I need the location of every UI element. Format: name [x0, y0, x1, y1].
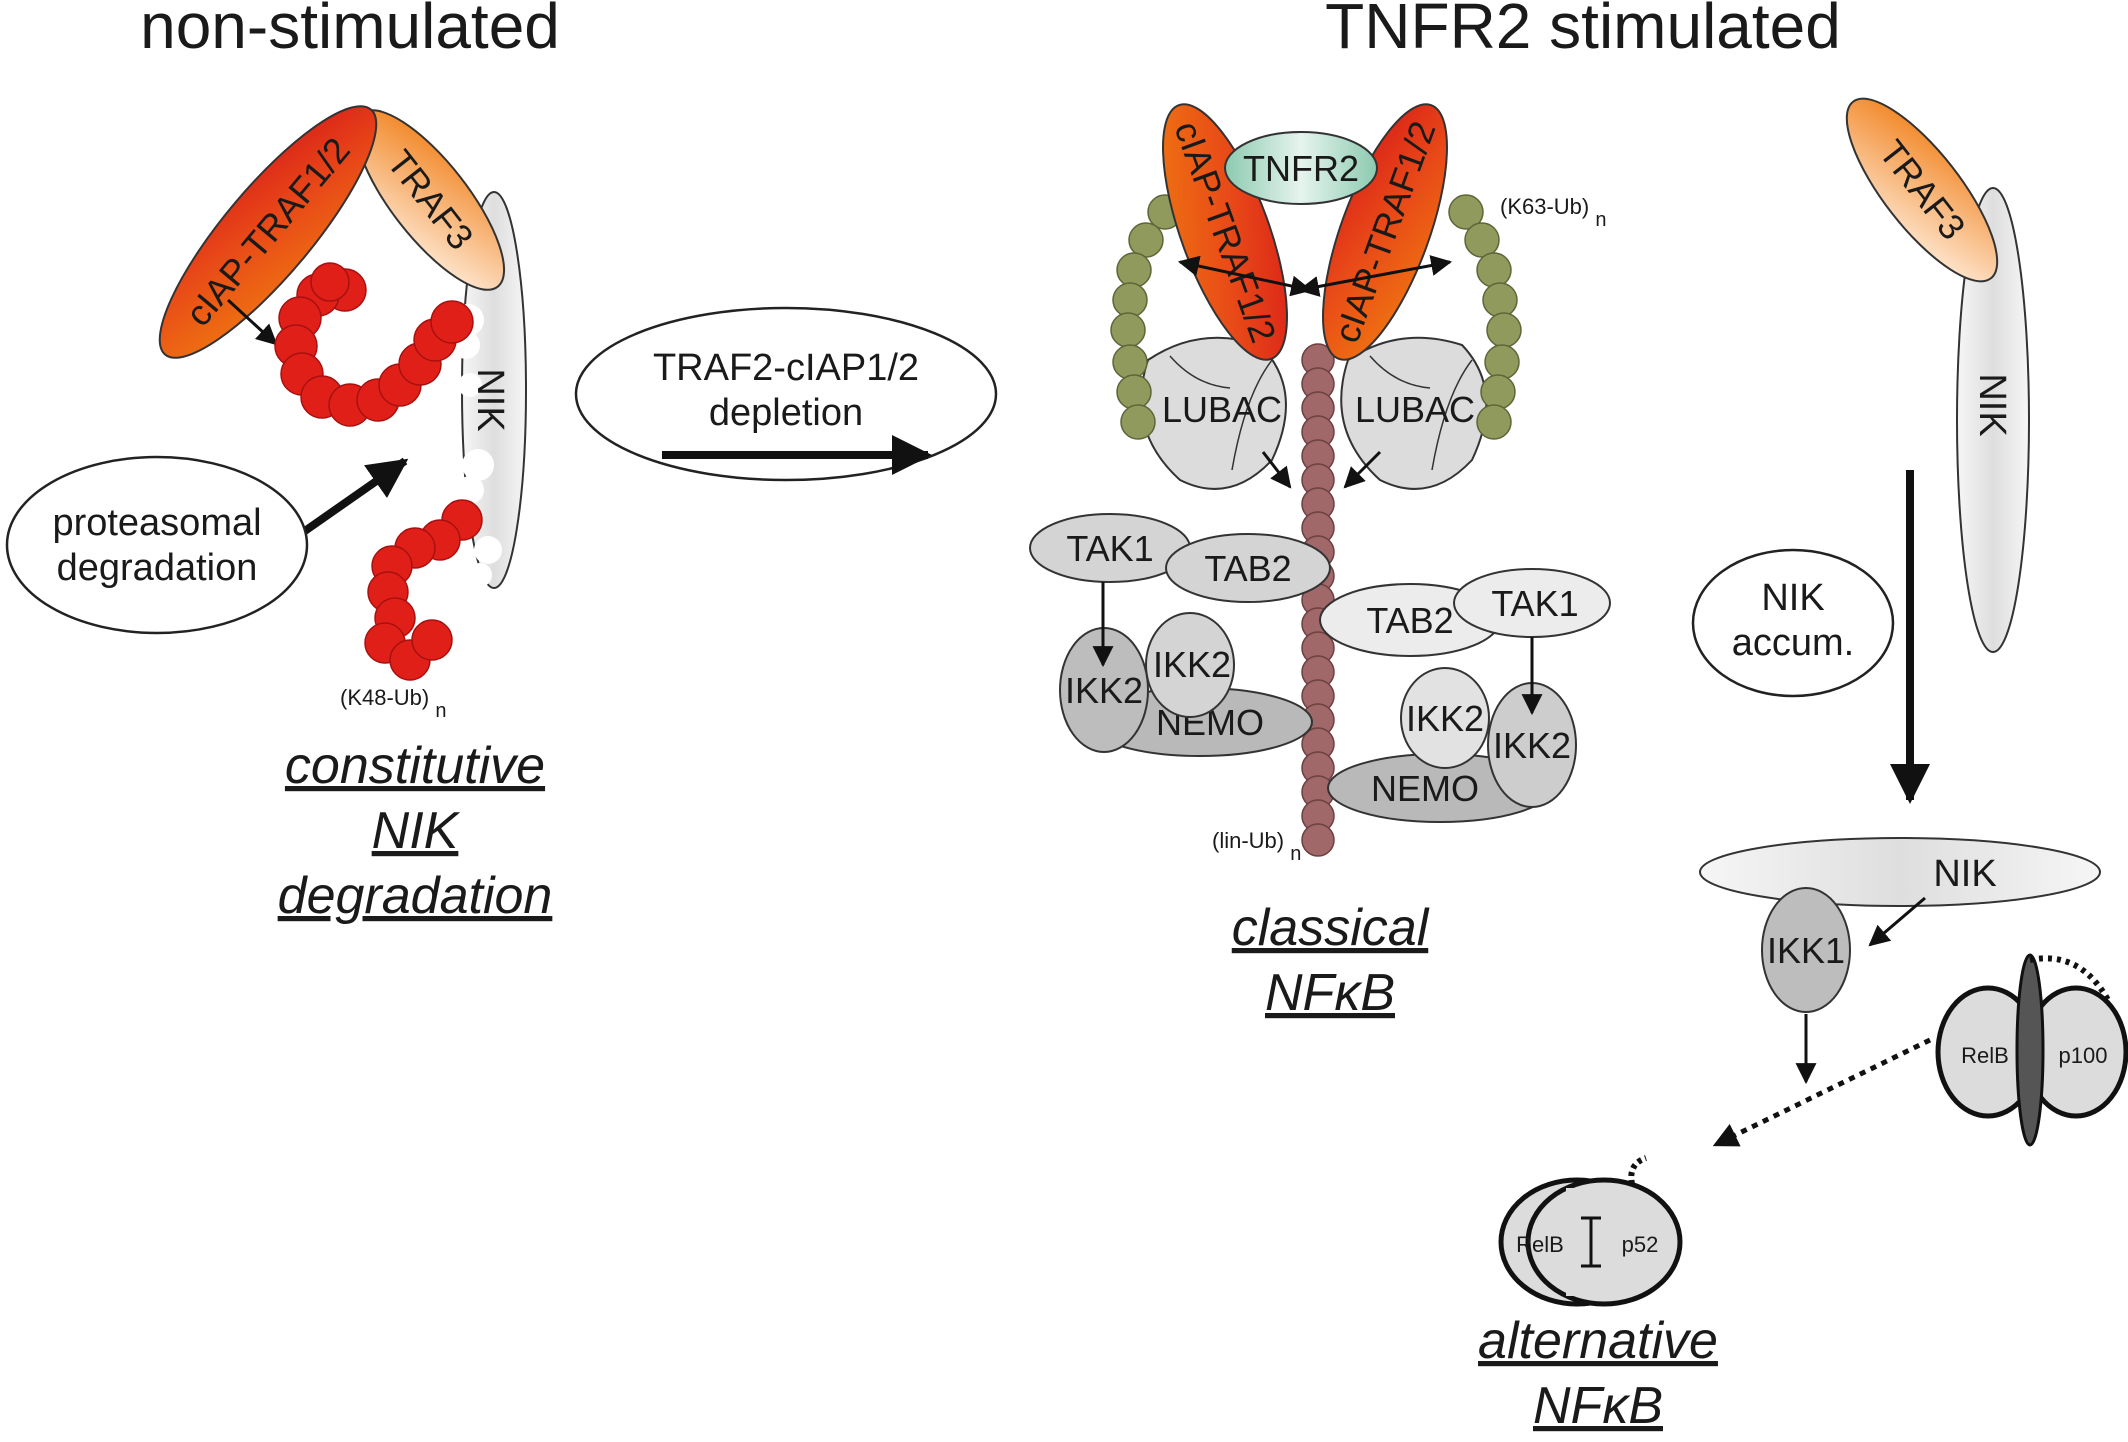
depletion-step: TRAF2-cIAP1/2 depletion — [574, 306, 998, 482]
center-caption-1: classical — [1232, 899, 1430, 957]
k48-ub-chain-lower — [364, 499, 483, 681]
nik-accum-oval — [1691, 548, 1895, 698]
k63-ub-left-bead — [1110, 312, 1146, 348]
k63-ub-right-bead — [1482, 282, 1518, 318]
nik-accum-label-1: NIK — [1761, 577, 1824, 619]
left-caption-3: degradation — [278, 867, 553, 925]
k63-ub-right-bead — [1448, 194, 1484, 230]
ikk2-right-a-label: IKK2 — [1406, 698, 1484, 739]
k63-ub-right-bead — [1480, 374, 1516, 410]
nik-horizontal — [1699, 837, 2101, 907]
nik-horizontal-label: NIK — [1933, 853, 1996, 895]
right-caption-2: NFκB — [1533, 1377, 1663, 1435]
k63-arrow-left — [1177, 255, 1313, 297]
relb-p100-complex: RelB p100 — [1935, 953, 2128, 1147]
title-tnfr2-stimulated: TNFR2 stimulated — [1325, 0, 1841, 62]
tab2-left — [1165, 533, 1331, 603]
nik-vertical-label: NIK — [1971, 373, 2013, 436]
ikk1-label: IKK1 — [1767, 930, 1845, 971]
right-panel: NIK TRAF3 NIK accum. NIK IKK1 RelB p100 — [1478, 97, 2128, 1435]
k63-ub-right-bead — [1476, 252, 1512, 288]
lin-ub-chain — [1301, 343, 1335, 857]
ciap-to-ub-arrow — [226, 298, 278, 346]
ciap-traf-left — [158, 105, 378, 359]
k63-ub-chain-right — [1448, 194, 1522, 440]
center-caption-2: NFκB — [1265, 964, 1395, 1022]
nemo-right-label: NEMO — [1371, 768, 1479, 809]
left-panel: NIK TRAF3 cIAP-TRAF1/2 — [5, 105, 553, 925]
processing-dotted-arrow — [1712, 1037, 1932, 1148]
k63-ub-right-bead — [1464, 222, 1500, 258]
nik-protein-right — [1956, 187, 2030, 653]
ikk2-right-b-label: IKK2 — [1493, 725, 1571, 766]
lubac-left-label: LUBAC — [1162, 389, 1282, 430]
tab2-right-label: TAB2 — [1366, 600, 1453, 641]
ikk2-right-a — [1400, 667, 1490, 769]
nik-to-ikk1-arrow — [1868, 896, 1926, 947]
right-caption-1: alternative — [1478, 1312, 1718, 1370]
proteasomal-label-2: degradation — [57, 547, 258, 589]
relb-p52-complex: RelB p52 — [1498, 1155, 1683, 1307]
k63-ub-label: (K63-Ub) n — [1500, 194, 1607, 231]
left-caption-2: NIK — [372, 802, 461, 860]
depletion-oval — [574, 306, 998, 482]
lubac-right-label: LUBAC — [1355, 389, 1475, 430]
depletion-label-2: depletion — [709, 392, 863, 434]
tak1-right-label: TAK1 — [1491, 583, 1578, 624]
ikk1 — [1761, 887, 1851, 1013]
title-non-stimulated: non-stimulated — [140, 0, 560, 62]
p52-label: p52 — [1622, 1232, 1659, 1257]
k63-ub-left-bead — [1120, 404, 1156, 440]
k63-ub-right-bead — [1484, 344, 1520, 380]
k63-ub-right-bead — [1476, 404, 1512, 440]
proteasomal-label-1: proteasomal — [52, 502, 261, 544]
nik-accum-label-2: accum. — [1732, 622, 1854, 664]
proteasomal-degradation-oval — [5, 455, 309, 635]
degradation-arrow — [289, 457, 409, 544]
tnfr2-label: TNFR2 — [1243, 148, 1359, 189]
k63-ub-left-bead — [1112, 344, 1148, 380]
p100-label: p100 — [2059, 1043, 2108, 1068]
lubac-right-arrow — [1343, 450, 1382, 489]
lin-ub-bead — [1301, 823, 1335, 857]
lubac-left-arrow — [1261, 451, 1292, 489]
lubac-right: LUBAC — [1340, 336, 1488, 490]
relb-p52-label: RelB — [1516, 1232, 1564, 1257]
lin-ub-label: (lin-Ub) n — [1212, 828, 1301, 865]
k63-ub-left-bead — [1116, 374, 1152, 410]
tab2-left-label: TAB2 — [1204, 548, 1291, 589]
left-caption-1: constitutive — [285, 737, 545, 795]
k63-ub-left-bead — [1128, 222, 1164, 258]
lubac-left: LUBAC — [1140, 336, 1287, 490]
ikk2-left-a-label: IKK2 — [1065, 670, 1143, 711]
ikk2-left-b-label: IKK2 — [1153, 644, 1231, 685]
k48-ub-chain-upper — [274, 262, 474, 427]
k63-ub-right-bead — [1486, 312, 1522, 348]
center-panel: LUBAC LUBAC cIAP-TRAF1/2 cIAP-TRAF1/2 TN… — [1029, 103, 1611, 1022]
k63-ub-left-bead — [1112, 282, 1148, 318]
k63-arrow-right — [1297, 255, 1453, 297]
tak1-left-label: TAK1 — [1066, 528, 1153, 569]
tnfr2-receptor — [1224, 131, 1378, 205]
k63-ub-left-bead — [1116, 252, 1152, 288]
k48-ub-label: (K48-Ub) n — [340, 685, 447, 722]
relb-p100-label: RelB — [1961, 1043, 2009, 1068]
ikk2-left-b — [1145, 612, 1235, 718]
traf3-right — [1845, 97, 1999, 283]
depletion-label-1: TRAF2-cIAP1/2 — [653, 347, 919, 389]
k63-ub-chain-left — [1110, 194, 1183, 440]
nik-label-left: NIK — [469, 368, 511, 431]
